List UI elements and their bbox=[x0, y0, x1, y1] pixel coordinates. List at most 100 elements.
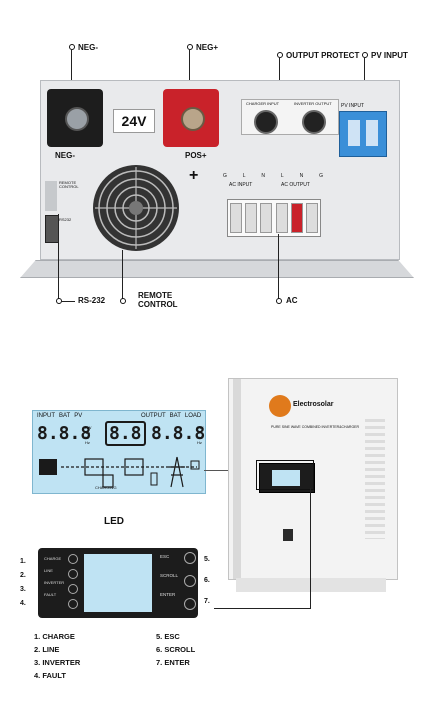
ac-terminal bbox=[260, 203, 273, 233]
lcd-digits-center: 8.8 bbox=[105, 421, 146, 446]
ac-output-label: AC OUTPUT bbox=[281, 182, 310, 188]
callout-pv-input: PV INPUT bbox=[371, 51, 408, 60]
pv-slot bbox=[366, 120, 378, 146]
lcd-unit: Hz bbox=[197, 440, 202, 445]
legend-item: 6. SCROLL bbox=[156, 645, 196, 654]
callout-dot-output-protect bbox=[277, 52, 283, 58]
leader-line bbox=[71, 50, 72, 85]
led-label: FAULT bbox=[44, 592, 57, 597]
enter-button[interactable]: ENTER bbox=[160, 592, 176, 597]
leader-line bbox=[189, 50, 190, 88]
legend-right: 5. ESC 6. SCROLL 7. ENTER bbox=[156, 632, 195, 667]
led-label: CHARGE bbox=[44, 556, 62, 561]
scroll-button[interactable]: SCROLL bbox=[160, 573, 179, 578]
leader-line bbox=[279, 58, 280, 96]
led-indicators bbox=[68, 554, 78, 609]
lcd-unit: VA bbox=[85, 430, 91, 435]
led-indicator bbox=[68, 599, 78, 609]
lcd-units-left: KW VA % Hz bbox=[85, 425, 91, 445]
callout-dot-pv-input bbox=[362, 52, 368, 58]
led-indicator bbox=[68, 554, 78, 564]
lcd-caption: LED bbox=[104, 516, 124, 527]
terminal-letter: N bbox=[299, 173, 304, 179]
output-protect-box: CHARGER INPUT INVERTER OUTPUT bbox=[241, 99, 339, 135]
ac-terminal bbox=[229, 203, 242, 233]
callout-remote-control: REMOTE CONTROL bbox=[138, 291, 178, 309]
lcd-unit: VA bbox=[197, 430, 203, 435]
ac-terminal bbox=[290, 203, 303, 233]
leader-line bbox=[310, 488, 311, 608]
ac-terminal-block bbox=[227, 199, 321, 237]
lcd-header: PV bbox=[74, 413, 83, 419]
button-knob[interactable] bbox=[184, 552, 196, 564]
ac-terminal bbox=[306, 203, 319, 233]
leader-line bbox=[214, 608, 311, 609]
callout-number: 7. bbox=[204, 598, 210, 605]
lcd-header: BAT bbox=[169, 413, 181, 419]
control-panel: CHARGE LINE INVERTER FAULT ESC SCROLL EN… bbox=[38, 548, 198, 618]
button-knob[interactable] bbox=[184, 598, 196, 610]
lcd-unit: % bbox=[85, 435, 89, 440]
lcd-unit: KW bbox=[85, 425, 92, 430]
callout-dot-neg-minus bbox=[69, 44, 75, 50]
pv-input-terminal bbox=[339, 111, 387, 157]
button-labels: ESC SCROLL ENTER bbox=[160, 554, 178, 597]
plus-sign: + bbox=[189, 167, 199, 184]
callout-number: 4. bbox=[20, 600, 26, 607]
lcd-unit: Hz bbox=[85, 440, 90, 445]
callout-neg-minus: NEG- bbox=[78, 43, 98, 52]
inverter-rear-panel: NEG- 24V POS+ CHARGER INPUT INVERTER OUT… bbox=[40, 80, 400, 260]
inverter-icon bbox=[124, 458, 144, 476]
lcd-unit: KW bbox=[197, 425, 204, 430]
esc-button[interactable]: ESC bbox=[160, 554, 170, 559]
remote-small-label: REMOTE CONTROL bbox=[59, 180, 79, 189]
ac-input-label: AC INPUT bbox=[229, 182, 253, 188]
legend-item: 7. ENTER bbox=[156, 658, 190, 667]
terminal-bolt bbox=[65, 107, 89, 131]
lcd-charging-label: CHARGING bbox=[95, 485, 117, 490]
terminal-letters: G L N L N G bbox=[223, 173, 323, 179]
legend-left: 1. CHARGE 2. LINE 3. INVERTER 4. FAULT bbox=[34, 632, 80, 680]
callout-neg-plus: NEG+ bbox=[196, 43, 219, 52]
mounting-base bbox=[20, 260, 414, 278]
legend-item: 4. FAULT bbox=[34, 671, 66, 680]
lcd-display-large: INPUT BAT PV OUTPUT BAT LOAD 8.8.8 KW VA… bbox=[32, 410, 206, 494]
rs232-small-label: RS232 bbox=[59, 217, 72, 222]
device-switch bbox=[283, 529, 293, 541]
button-knobs bbox=[184, 552, 196, 610]
cooling-fan bbox=[93, 165, 179, 251]
legend-item: 5. ESC bbox=[156, 632, 180, 641]
callout-dot-remote bbox=[120, 298, 126, 304]
callout-number: 6. bbox=[204, 577, 210, 584]
device-lcd bbox=[272, 470, 300, 486]
fan-hub bbox=[129, 201, 143, 215]
neg-bottom-label: NEG- bbox=[55, 151, 75, 160]
brand-tagline: PURE SINE WAVE COMBINED INVERTER&CHARGER bbox=[271, 425, 360, 429]
terminal-letter: N bbox=[261, 173, 266, 179]
lcd-digits-right: 8.8.8 bbox=[151, 423, 206, 444]
zoom-frame bbox=[256, 460, 314, 490]
inverter-output-label: INVERTER OUTPUT bbox=[294, 101, 332, 106]
remote-port bbox=[45, 181, 57, 211]
lcd-header: OUTPUT bbox=[141, 413, 166, 419]
breaker-inverter[interactable] bbox=[302, 110, 326, 134]
solar-panel-icon bbox=[39, 459, 57, 475]
lcd-headers-right: OUTPUT BAT LOAD bbox=[141, 413, 201, 419]
lcd-header: LOAD bbox=[184, 413, 202, 419]
button-knob[interactable] bbox=[184, 575, 196, 587]
legend-item: 2. LINE bbox=[34, 645, 60, 654]
brand-name: Electrosolar bbox=[293, 401, 334, 408]
legend-item: 3. INVERTER bbox=[34, 658, 81, 667]
charger-input-label: CHARGER INPUT bbox=[246, 101, 280, 106]
led-label: INVERTER bbox=[44, 580, 65, 585]
device-vents bbox=[365, 419, 385, 539]
lcd-header: INPUT bbox=[37, 413, 55, 419]
breaker-charger[interactable] bbox=[254, 110, 278, 134]
lcd-digits-left: 8.8.8 bbox=[37, 423, 92, 444]
led-indicator bbox=[68, 569, 78, 579]
device-side bbox=[233, 379, 241, 579]
leader-line bbox=[61, 301, 75, 302]
lcd-unit: % bbox=[197, 435, 201, 440]
leader-line bbox=[58, 214, 59, 300]
neg-terminal bbox=[47, 89, 103, 147]
